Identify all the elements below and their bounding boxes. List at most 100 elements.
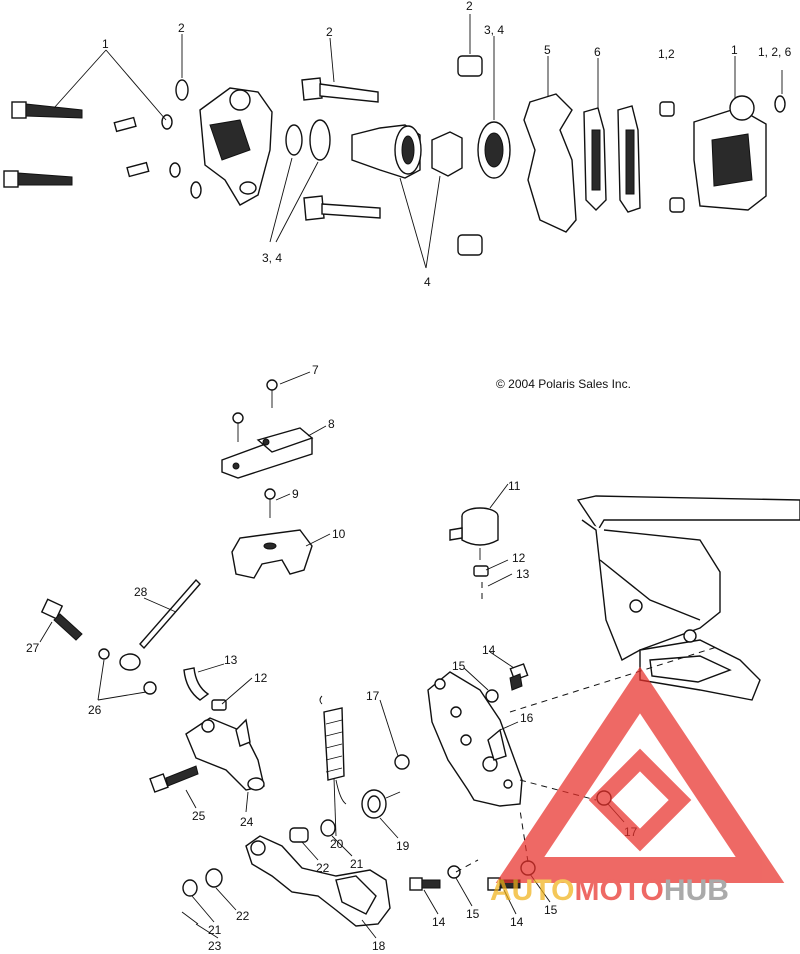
alignment-line: [519, 809, 529, 863]
callout-20: 20: [330, 837, 344, 851]
brake-pad-outer: [617, 105, 641, 213]
mounting-bolt: [409, 877, 441, 891]
callout-15: 15: [544, 903, 558, 917]
washer: [447, 865, 461, 879]
callout-11: 11: [508, 479, 521, 493]
retaining-nut: [774, 95, 786, 113]
watermark-logo: AUTOMOTOHUB: [490, 666, 785, 907]
cotter-pin: [181, 911, 199, 925]
callout-1-2-6: 1, 2, 6: [758, 45, 792, 59]
mounting-bolt: [509, 663, 529, 691]
callout-1: 1: [731, 43, 738, 57]
brake-pedal: [245, 835, 391, 927]
callout-17: 17: [366, 689, 380, 703]
callout-3-4: 3, 4: [262, 251, 282, 265]
callout-18: 18: [372, 939, 386, 953]
caliper-bolt-lower: [3, 170, 73, 188]
callout-14: 14: [482, 643, 496, 657]
callout-8: 8: [328, 417, 335, 431]
callout-21: 21: [350, 857, 364, 871]
guide-pin-lower: [303, 195, 381, 221]
brake-pad-inner: [583, 107, 607, 211]
callout-27: 27: [26, 641, 40, 655]
watermark-triangle: [495, 666, 785, 883]
mounting-plate: [427, 671, 523, 807]
callout-2: 2: [466, 0, 473, 13]
callout-10: 10: [332, 527, 346, 541]
washer: [182, 879, 198, 897]
caliper-housing-inner: [199, 87, 273, 206]
callout-13: 13: [516, 567, 530, 581]
callout-22: 22: [236, 909, 250, 923]
callout-14: 14: [510, 915, 524, 929]
watermark-text-auto: AUTO: [490, 874, 574, 907]
callout-3-4: 3, 4: [484, 23, 504, 37]
return-spring: [319, 695, 347, 805]
mounting-clamp-lower: [231, 529, 313, 579]
callout-7: 7: [312, 363, 319, 377]
callout-14: 14: [432, 915, 446, 929]
pivot-bushing: [289, 827, 309, 843]
callout-22: 22: [316, 861, 330, 875]
caliper-bracket: [523, 93, 577, 233]
watermark-text-moto: MOTO: [574, 874, 663, 907]
hose-clamp: [473, 565, 489, 577]
washer: [320, 819, 336, 837]
piston: [351, 124, 422, 179]
callout-25: 25: [192, 809, 206, 823]
callout-4: 4: [424, 275, 431, 289]
callout-13: 13: [224, 653, 238, 667]
svg-text:AUTOMOTOHUB: AUTOMOTOHUB: [490, 874, 729, 907]
callout-12: 12: [254, 671, 268, 685]
piston-seal: [285, 124, 303, 156]
guide-pin-upper: [301, 77, 379, 103]
callout-23: 23: [208, 939, 222, 953]
brake-rod: [119, 578, 201, 671]
callout-2: 2: [326, 25, 333, 39]
alignment-line: [455, 859, 479, 873]
caliper-bolt-upper: [11, 101, 83, 119]
torsion-spring: [361, 789, 401, 819]
caliper-housing-outer: [693, 95, 767, 211]
mounting-clamp-upper: [221, 427, 314, 479]
vehicle-frame: [576, 495, 800, 701]
callout-2: 2: [178, 21, 185, 35]
mounting-bolt: [149, 765, 199, 793]
washer: [485, 689, 499, 703]
bushing: [457, 55, 483, 77]
screw: [264, 488, 276, 518]
brake-fluid-reservoir: [449, 507, 499, 560]
callout-15: 15: [466, 907, 480, 921]
screw: [266, 379, 278, 408]
alignment-line: [519, 779, 597, 801]
watermark-text-hub: HUB: [664, 874, 729, 907]
callout-19: 19: [396, 839, 410, 853]
washer: [98, 648, 110, 660]
brake-hose: [183, 667, 227, 711]
callout-15: 15: [452, 659, 466, 673]
callout-21: 21: [208, 923, 222, 937]
master-cylinder: [185, 717, 265, 791]
alignment-line: [509, 645, 721, 713]
callout-12: 12: [512, 551, 526, 565]
callout-5: 5: [544, 43, 551, 57]
lock-nut: [394, 754, 410, 770]
dust-seal: [477, 121, 511, 179]
callout-16: 16: [520, 711, 534, 725]
bushing-small: [669, 197, 685, 213]
callout-1-2: 1,2: [658, 47, 675, 61]
screw: [232, 412, 244, 442]
callout-9: 9: [292, 487, 299, 501]
bleeder-valves: [113, 114, 202, 199]
callout-24: 24: [240, 815, 254, 829]
watermark-inner-mark: [588, 748, 692, 852]
copyright-notice: © 2004 Polaris Sales Inc.: [496, 377, 631, 391]
callout-6: 6: [594, 45, 601, 59]
bushing: [457, 234, 483, 256]
rod-bolt: [40, 598, 83, 641]
washer: [175, 79, 189, 101]
callout-26: 26: [88, 703, 102, 717]
cotter-pin: [143, 681, 157, 695]
callout-28: 28: [134, 585, 148, 599]
